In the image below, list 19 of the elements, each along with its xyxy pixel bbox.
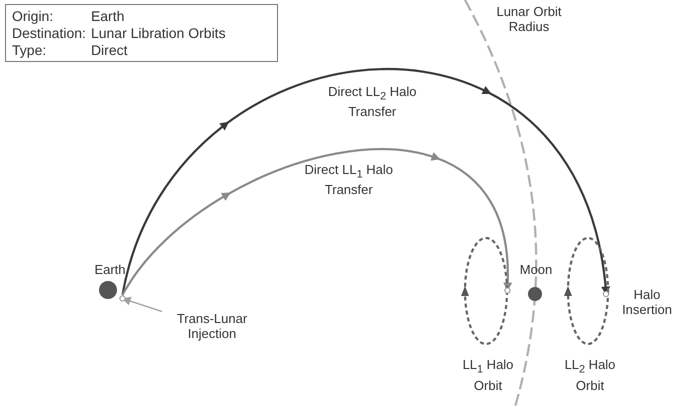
body-label: Moon	[518, 262, 554, 277]
leader-line	[122, 296, 162, 312]
trajectory-arrow	[121, 68, 610, 296]
trajectory-arrow	[122, 148, 512, 296]
field-value: Earth	[90, 8, 126, 25]
callout-label: Halo Insertion	[621, 287, 673, 317]
field-value: Lunar Libration Orbits	[90, 25, 226, 42]
callout-label: Trans-Lunar Injection	[176, 311, 248, 341]
edge-label: Direct LL$_{1}$ Halo Transfer	[304, 162, 394, 198]
field-label: Origin:	[12, 8, 54, 25]
orbit-label: LL$_{1}$ Halo Orbit	[462, 357, 514, 393]
field-label: Destination:	[12, 25, 86, 42]
body-label: Earth	[93, 262, 127, 277]
edge-label: Direct LL$_{2}$ Halo Transfer	[327, 84, 418, 120]
info-box	[5, 4, 278, 62]
field-value: Direct	[90, 42, 128, 59]
field-label: Type:	[12, 42, 48, 59]
orbit-label: LL$_{2}$ Halo Orbit	[564, 357, 616, 393]
orbit-label: Lunar Orbit Radius	[495, 4, 563, 34]
